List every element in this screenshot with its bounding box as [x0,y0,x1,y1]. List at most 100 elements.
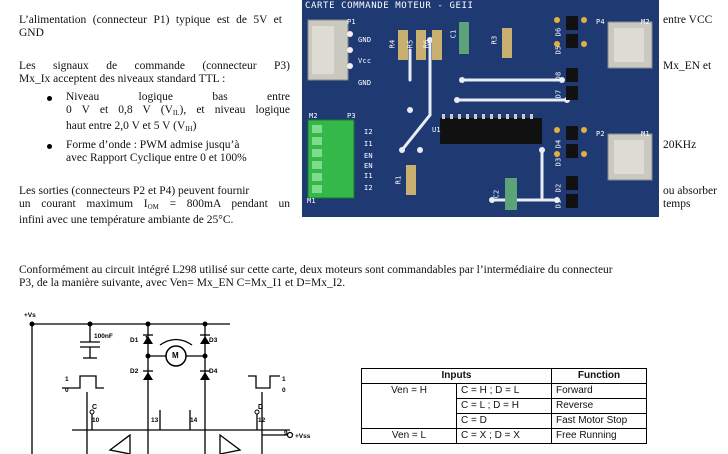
pcb-board-image: CARTE COMMANDE MOTEUR - GEII P1 GND Vcc … [302,0,659,217]
right-fragment-5: temps [663,198,691,210]
pcb-label-r4: R4 [388,39,397,49]
pcb-label-d8: D8 [554,71,563,81]
bullet1-line2: 0 V et 0,8 V (VIL), et niveau logique [66,104,290,120]
vil-sub: IL [172,109,180,117]
label-in-left-0: 0 [65,387,69,394]
pcb-label-gnd2: GND [358,79,372,87]
pcb-label-d6: D6 [554,27,563,37]
power-text: L’alimentation (connecteur P1) typique e… [19,14,282,39]
label-pin14: 14 [190,417,198,424]
label-d: D [258,404,264,411]
label-motor: M [172,351,179,360]
signals-line1: Les signaux de commande (connecteur P3) [19,60,290,72]
cell-function: Reverse [551,398,647,414]
right-fragment-2: Mx_EN et [663,60,712,72]
signals-line2: Mx_Ix acceptent des niveaux standard TTL… [19,73,226,85]
resistor-r1 [406,165,416,195]
table-row: C = D Fast Motor Stop [362,413,647,429]
cell-ven: Ven = H [361,383,457,429]
truth-table: Inputs Function Ven = H C = H ; D = L Fo… [361,368,647,444]
outputs-line2-post: = 800mA pendant un [158,198,290,210]
pcb-label-p1: P1 [347,18,356,26]
pcb-label-u1: U1 [432,126,441,134]
bullet1-line2-pre: 0 V et 0,8 V (V [66,104,173,116]
bullet1-line3-pre: haut entre 2,0 V et 5 V (V [66,120,186,132]
bullet1-line2-post: ), et niveau logique [179,104,291,116]
resistor-r3 [502,28,512,58]
right-fragment-3: 20KHz [663,139,697,151]
pcb-label-gnd1: GND [358,36,372,44]
power-paragraph: L’alimentation (connecteur P1) typique e… [19,14,282,40]
header-function: Function [551,368,647,384]
table-header-row: Inputs Function [361,368,647,384]
resistor-r4 [398,30,408,60]
label-vs: +Vs [24,312,36,319]
pcb-label-d4: D4 [554,139,563,149]
label-d3: D3 [209,337,218,344]
pcb-label-c1: C1 [449,29,458,39]
resistor-r5 [416,30,426,60]
pcb-label-en2: EN [364,162,373,170]
outputs-line2: un courant maximum IOM = 800mA pendant u… [19,198,290,214]
outputs-line2-pre: un courant maximum I [19,198,148,210]
cell-cd: C = L ; D = H [456,398,552,414]
vih-sub: IH [185,125,193,133]
outputs-paragraph: Les sorties (connecteurs P2 et P4) peuve… [19,185,290,227]
pcb-label-d3: D3 [554,157,563,167]
label-in-left-1: 1 [65,376,69,383]
iom-sub: OM [147,203,159,211]
cell-cd: C = D [456,413,552,429]
label-cap: 100nF [94,333,113,340]
outputs-line1: Les sorties (connecteurs P2 et P4) peuve… [19,185,250,197]
cell-cd: C = X ; D = X [456,428,552,444]
label-in-right-1: 1 [282,376,286,383]
bullet2-line1: Forme d’onde : PWM admise jusqu’à [66,139,240,151]
label-c: C [92,404,98,411]
outputs-line3: infini avec une température ambiante de … [19,214,234,226]
label-vss-pin: 9 [284,430,288,437]
label-d4: D4 [209,368,218,375]
chip-u1 [440,118,542,144]
pcb-label-vcc: Vcc [358,57,372,65]
pcb-label-c2: C2 [492,189,501,199]
pcb-label-r1: R1 [394,175,403,185]
pcb-label-i1b: I1 [364,172,373,180]
l298-line1: Conformément au circuit intégré L298 uti… [19,264,613,276]
pcb-label-d7: D7 [554,89,563,99]
h-bridge-schematic [29,321,294,454]
pcb-label-d1: D1 [554,199,563,209]
pcb-label-m1b: M1 [641,130,650,138]
capacitor-c1 [459,22,469,54]
cell-function: Fast Motor Stop [551,413,647,429]
label-in-right-0: 0 [282,387,286,394]
pcb-label-d2: D2 [554,183,563,193]
resistor-r6 [432,30,442,60]
label-vss: +Vss [295,433,311,440]
label-d-pin: 12 [258,417,266,424]
table-row: Ven = L C = X ; D = X Free Running [361,428,647,444]
pcb-label-i2a: I2 [364,128,373,136]
right-fragment-1: entre VCC [663,14,713,26]
capacitor-c2 [505,178,517,210]
label-c-pin: 10 [92,417,100,424]
label-d1: D1 [130,337,139,344]
l298-paragraph: Conformément au circuit intégré L298 uti… [19,264,728,290]
schematic-labels: +Vs 100nF D1 D2 D3 D4 M 1 0 1 0 C 10 13 … [0,300,340,454]
pcb-label-en1: EN [364,152,373,160]
pcb-title: CARTE COMMANDE MOTEUR - GEII [305,1,474,11]
bullet1-line3-post: ) [192,120,197,132]
pcb-artwork [307,16,653,210]
bullet1-line3: haut entre 2,0 V et 5 V (VIH) [66,120,290,136]
pcb-label-m2b: M2 [309,112,318,120]
bullet-2: Forme d’onde : PWM admise jusqu’à avec R… [66,139,290,165]
pcb-label-r5: R5 [406,39,415,49]
bullet-dot-1 [47,96,52,101]
pcb-label-p3: P3 [347,112,356,120]
bullet-dot-2 [47,144,52,149]
cell-cd: C = H ; D = L [456,383,552,399]
bullet2-line2: avec Rapport Cyclique entre 0 et 100% [66,152,247,164]
pcb-label-d5: D5 [554,45,563,55]
signals-paragraph: Les signaux de commande (connecteur P3) … [19,60,290,86]
pcb-label-i1a: I1 [364,140,373,148]
label-d2: D2 [130,368,139,375]
